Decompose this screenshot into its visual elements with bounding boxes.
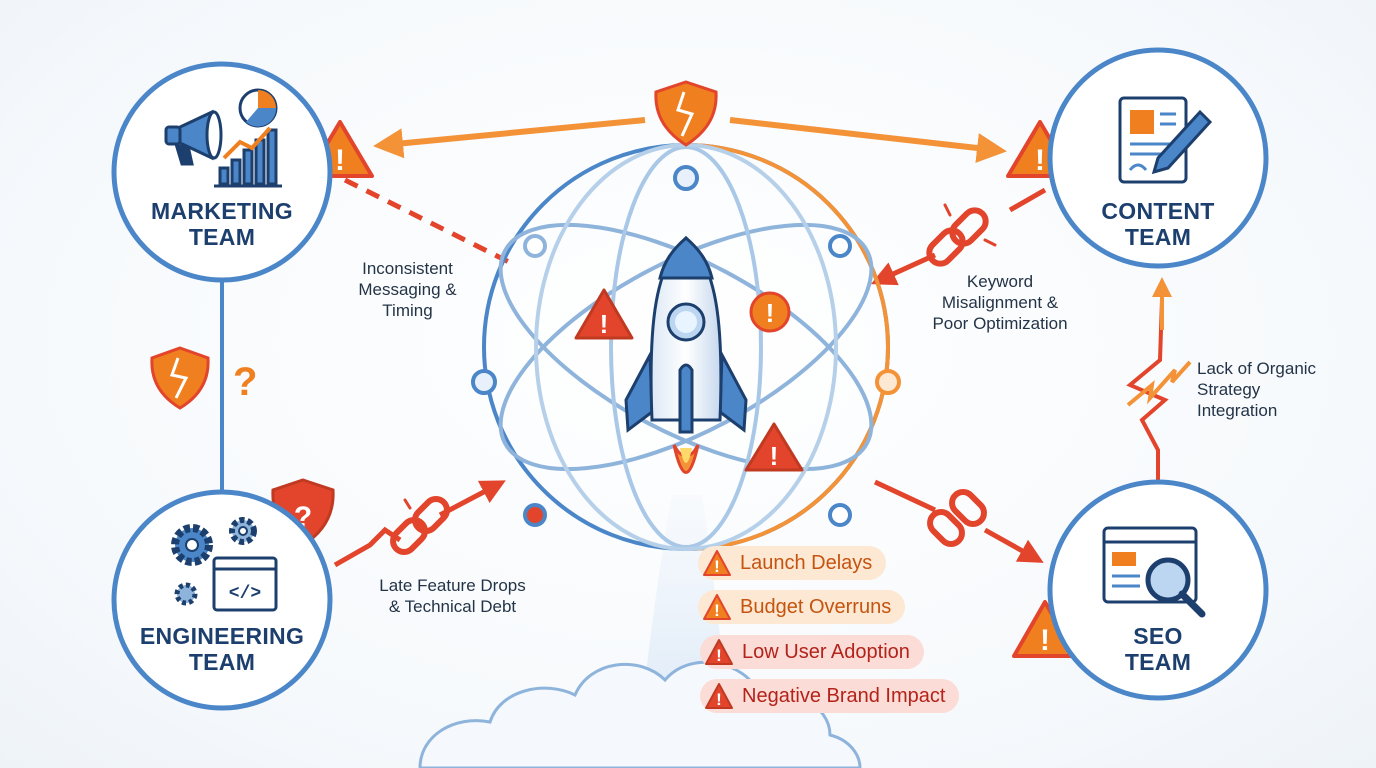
outcome-label: Launch Delays	[740, 551, 873, 574]
marketing-team-title: MARKETING TEAM	[122, 198, 322, 250]
issue-content-core-line2: Misalignment &	[941, 293, 1059, 312]
top-arrow-right	[729, 117, 1007, 163]
seo-team-title-line2: TEAM	[1124, 649, 1192, 675]
outcome-launch-delays: ! Launch Delays	[698, 546, 887, 580]
issue-marketing-core-line1: Inconsistent	[362, 259, 453, 278]
svg-text:!: !	[714, 601, 720, 620]
content-team-title-line1: CONTENT	[1101, 198, 1215, 224]
engineering-team-title-line1: ENGINEERING	[139, 623, 305, 649]
svg-text:</>: </>	[229, 584, 261, 604]
network-nodes	[471, 165, 901, 527]
broken-chain-icon-content	[926, 203, 997, 267]
svg-text:!: !	[335, 144, 345, 177]
seo-content-broken-link	[1126, 299, 1169, 480]
seo-team-title-line1: SEO	[1133, 623, 1183, 649]
svg-text:!: !	[1040, 624, 1050, 657]
svg-text:!: !	[716, 690, 722, 709]
issue-marketing-core-line2: Messaging &	[358, 280, 457, 299]
warning-icon-core-bottom: !	[744, 422, 804, 472]
warning-icon-core-left: !	[574, 288, 634, 340]
issue-seo-content-line1: Lack of Organic	[1197, 359, 1317, 378]
content-team-title-line2: TEAM	[1124, 224, 1192, 250]
core-seo-arrow	[983, 527, 1044, 563]
warning-icon: !	[705, 683, 733, 709]
top-arrow-left	[373, 117, 646, 159]
rocket-icon	[624, 235, 748, 474]
issue-marketing-core: Inconsistent Messaging & Timing	[335, 258, 480, 321]
alert-circle-icon-core: !	[749, 291, 791, 333]
outcome-budget-overruns: ! Budget Overruns	[698, 590, 906, 624]
issue-marketing-core-line3: Timing	[382, 301, 433, 320]
content-team-title: CONTENT TEAM	[1058, 198, 1258, 250]
warning-icon: !	[703, 550, 731, 576]
issue-engineering-core-line2: & Technical Debt	[388, 597, 517, 616]
issue-seo-content-line3: Integration	[1197, 401, 1278, 420]
outcome-label: Negative Brand Impact	[742, 684, 946, 707]
marketing-core-dashed-link	[343, 177, 517, 268]
gears-code-icon: </>	[171, 517, 278, 612]
issue-content-core-line3: Poor Optimization	[932, 314, 1068, 333]
marketing-team-title-line1: MARKETING	[151, 198, 293, 224]
outcome-label: Budget Overruns	[740, 595, 892, 618]
document-pen-icon	[1118, 96, 1213, 184]
engineering-core-zigzag	[333, 526, 402, 568]
engineering-team-title-line2: TEAM	[188, 649, 256, 675]
warning-icon: !	[705, 639, 733, 665]
issue-content-core-line1: Keyword	[966, 272, 1034, 291]
svg-text:!: !	[600, 309, 609, 339]
seo-team-title: SEO TEAM	[1058, 623, 1258, 675]
broken-chain-icon-seo	[927, 489, 987, 547]
broken-shield-icon-left	[150, 346, 210, 410]
broken-chain-icon-engineering	[390, 496, 450, 555]
issue-content-core: Keyword Misalignment & Poor Optimization	[905, 271, 1095, 334]
svg-text:!: !	[714, 557, 720, 576]
warning-icon: !	[703, 594, 731, 620]
outcome-negative-brand-impact: ! Negative Brand Impact	[700, 679, 960, 713]
trend-zigzag-icon	[1126, 360, 1192, 407]
issue-engineering-core: Late Feature Drops & Technical Debt	[360, 575, 545, 617]
megaphone-chart-icon	[164, 88, 282, 188]
svg-text:!: !	[716, 646, 722, 665]
browser-magnifier-icon	[1102, 526, 1206, 618]
svg-text:!: !	[1035, 144, 1045, 177]
svg-text:!: !	[770, 441, 779, 471]
outcome-low-user-adoption: ! Low User Adoption	[700, 635, 924, 669]
outcome-label: Low User Adoption	[742, 640, 910, 663]
broken-shield-icon-top	[654, 80, 718, 147]
content-core-arrow	[870, 252, 937, 286]
issue-seo-content: Lack of Organic Strategy Integration	[1197, 358, 1367, 421]
question-mark-icon: ?	[233, 360, 257, 404]
svg-text:!: !	[766, 298, 775, 328]
issue-engineering-core-line1: Late Feature Drops	[379, 576, 526, 595]
issue-seo-content-line2: Strategy	[1197, 380, 1261, 399]
content-core-link-a	[1008, 187, 1047, 213]
marketing-team-title-line2: TEAM	[188, 224, 256, 250]
core-seo-link	[873, 479, 937, 513]
core-network-sphere	[482, 143, 890, 551]
engineering-team-title: ENGINEERING TEAM	[117, 623, 327, 675]
